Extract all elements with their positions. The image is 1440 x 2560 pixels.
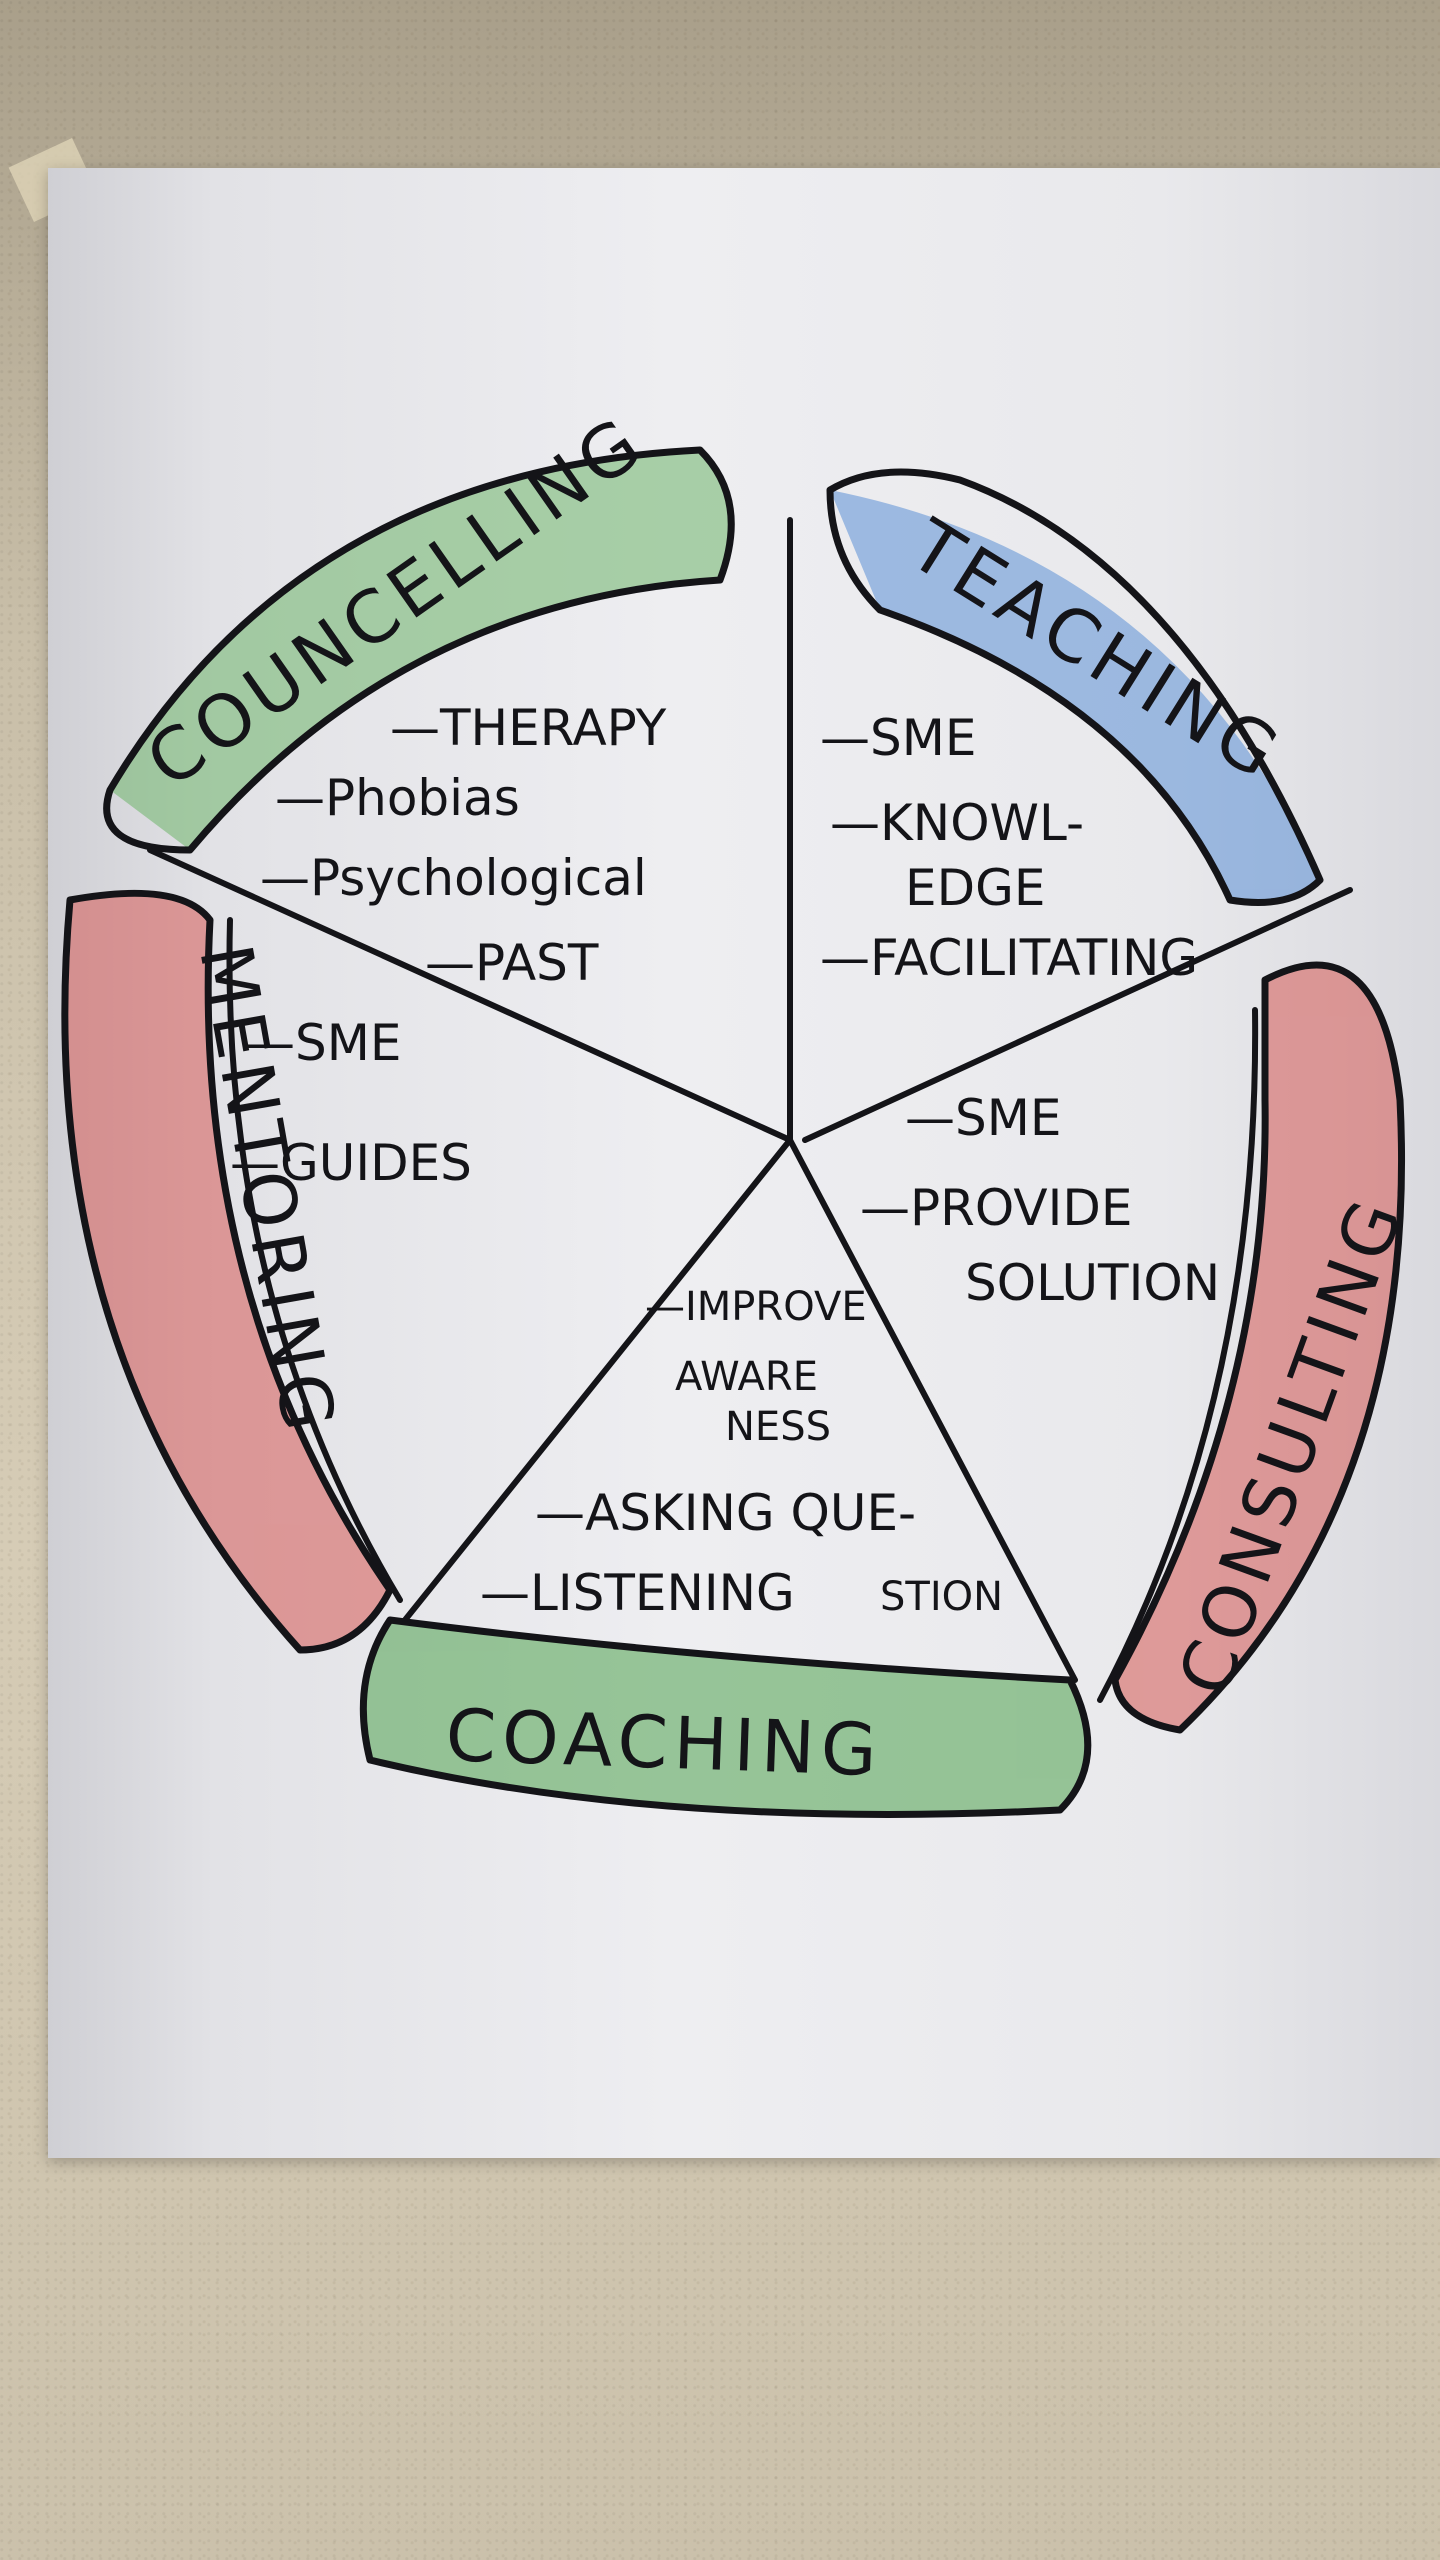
note-past: —PAST (425, 934, 599, 992)
note-edge: EDGE (905, 859, 1045, 917)
note-consulting-sme: —SME (905, 1089, 1061, 1147)
spoke-coaching-left (402, 1137, 793, 1623)
note-ness: NESS (725, 1404, 831, 1450)
note-knowl: —KNOWL- (830, 794, 1084, 852)
note-phobias: —Phobias (275, 769, 520, 827)
note-therapy: —THERAPY (390, 699, 667, 757)
flipchart-paper (48, 168, 1440, 2158)
segment-title-coaching: COACHING (444, 1693, 884, 1792)
band-outline-consulting (1111, 961, 1406, 1734)
note-asking-question: —ASKING QUE- (535, 1484, 916, 1542)
outer-rim-consulting (1097, 1007, 1259, 1703)
note-mentoring-sme: —SME (245, 1014, 401, 1072)
spoke-teaching-consulting (802, 887, 1353, 1143)
note-aware: AWARE (675, 1354, 818, 1400)
band-fill-teaching (830, 490, 1320, 903)
band-fill-counselling (110, 450, 732, 850)
note-provide: —PROVIDE (860, 1179, 1132, 1237)
note-psychological: —Psychological (260, 849, 647, 907)
band-outline-counselling (103, 446, 735, 854)
outer-rim-mentoring (226, 917, 403, 1603)
note-facilitating: —FACILITATING (820, 929, 1198, 987)
note-improve: —IMPROVE (645, 1284, 867, 1330)
band-outline-coaching (359, 1616, 1092, 1818)
band-outline-teaching (826, 468, 1324, 906)
note-stion: STION (880, 1574, 1003, 1620)
note-solution: SOLUTION (965, 1254, 1220, 1312)
spoke-counselling-mentoring (147, 847, 793, 1143)
note-guides: —GUIDES (230, 1134, 472, 1192)
band-fill-coaching (363, 1620, 1088, 1815)
band-fill-consulting (1115, 965, 1402, 1730)
band-fill-mentoring (64, 893, 390, 1650)
band-outline-mentoring (61, 889, 394, 1654)
note-listening: —LISTENING (480, 1564, 795, 1622)
spoke-coaching-right (787, 1137, 1078, 1683)
note-teaching-sme: —SME (820, 709, 976, 767)
